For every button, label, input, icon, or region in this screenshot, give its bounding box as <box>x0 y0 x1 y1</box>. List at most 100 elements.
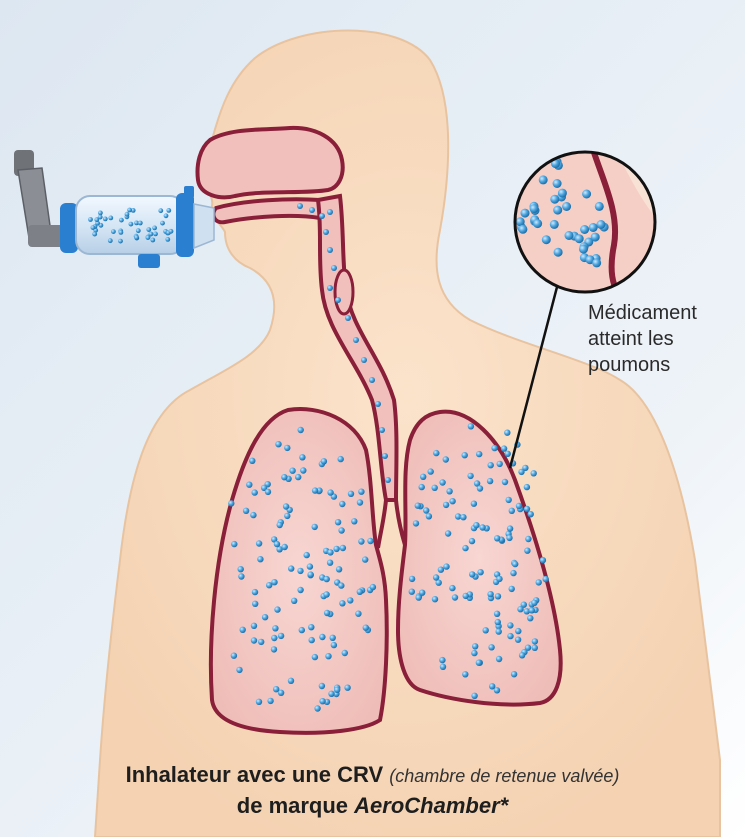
particle-dot <box>379 427 385 433</box>
particle-dot <box>119 230 124 235</box>
particle-dot <box>419 590 425 596</box>
particle-dot <box>319 683 325 689</box>
particle-dot <box>487 591 493 597</box>
particle-dot <box>277 522 283 528</box>
particle-dot <box>297 587 303 593</box>
particle-dot <box>284 445 290 451</box>
particle-dot <box>497 461 503 467</box>
particle-dot <box>327 560 333 566</box>
particle-dot <box>325 653 331 659</box>
particle-dot <box>528 511 534 517</box>
particle-dot <box>529 607 535 613</box>
particle-dot <box>438 567 444 573</box>
particle-dot <box>496 576 502 582</box>
particle-dot <box>297 568 303 574</box>
particle-dot <box>327 209 333 215</box>
particle-dot <box>507 622 513 628</box>
particle-dot <box>530 204 539 213</box>
particle-dot <box>134 235 139 240</box>
particle-dot <box>385 477 391 483</box>
particle-dot <box>160 221 165 226</box>
particle-dot <box>419 484 425 490</box>
particle-dot <box>471 693 477 699</box>
particle-dot <box>338 456 344 462</box>
particle-dot <box>469 538 475 544</box>
inhaler-with-spacer-icon <box>14 150 214 268</box>
particle-dot <box>375 401 381 407</box>
particle-dot <box>477 569 483 575</box>
particle-dot <box>358 538 364 544</box>
particle-dot <box>158 208 163 213</box>
particle-dot <box>331 265 337 271</box>
particle-dot <box>312 487 318 493</box>
particle-dot <box>597 220 606 229</box>
particle-dot <box>256 699 262 705</box>
particle-dot <box>462 545 468 551</box>
particle-dot <box>129 222 134 227</box>
epiglottis <box>335 270 353 314</box>
particle-dot <box>103 217 108 222</box>
magnified-lung-circle <box>515 140 700 310</box>
particle-dot <box>307 563 313 569</box>
particle-dot <box>240 627 246 633</box>
particle-dot <box>595 202 604 211</box>
particle-dot <box>251 637 257 643</box>
particle-dot <box>323 591 329 597</box>
particle-dot <box>319 634 325 640</box>
particle-dot <box>262 614 268 620</box>
callout-line-3: poumons <box>588 352 738 378</box>
particle-dot <box>479 524 485 530</box>
particle-dot <box>340 545 346 551</box>
particle-dot <box>351 518 357 524</box>
particle-dot <box>282 544 288 550</box>
particle-dot <box>355 611 361 617</box>
particle-dot <box>246 482 252 488</box>
particle-dot <box>507 525 513 531</box>
particle-dot <box>338 582 344 588</box>
particle-dot <box>518 469 524 475</box>
particle-dot <box>251 623 257 629</box>
particle-dot <box>550 220 559 229</box>
callout-line-2: atteint les <box>588 326 738 352</box>
particle-dot <box>591 233 600 242</box>
particle-dot <box>92 232 97 237</box>
particle-dot <box>108 216 113 221</box>
particle-dot <box>146 227 151 232</box>
particle-dot <box>562 202 571 211</box>
particle-dot <box>488 462 494 468</box>
particle-dot <box>532 638 538 644</box>
particle-dot <box>333 546 339 552</box>
particle-dot <box>575 234 584 243</box>
particle-dot <box>357 589 363 595</box>
particle-dot <box>525 536 531 542</box>
particle-dot <box>348 491 354 497</box>
particle-dot <box>471 501 477 507</box>
particle-dot <box>289 468 295 474</box>
particle-dot <box>152 226 157 231</box>
particle-dot <box>460 514 466 520</box>
particle-dot <box>496 656 502 662</box>
particle-dot <box>527 615 533 621</box>
particle-dot <box>477 485 483 491</box>
particle-dot <box>146 235 151 240</box>
particle-dot <box>108 238 113 243</box>
particle-dot <box>94 217 99 222</box>
particle-dot <box>533 219 542 228</box>
particle-dot <box>415 503 421 509</box>
particle-dot <box>543 576 549 582</box>
callout-line-1: Médicament <box>588 300 738 326</box>
particle-dot <box>266 582 272 588</box>
particle-dot <box>515 637 521 643</box>
particle-dot <box>323 229 329 235</box>
particle-dot <box>252 489 258 495</box>
particle-dot <box>319 698 325 704</box>
particle-dot <box>524 484 530 490</box>
particle-dot <box>532 645 538 651</box>
particle-dot <box>443 563 449 569</box>
particle-dot <box>483 627 489 633</box>
particle-dot <box>536 579 542 585</box>
particle-dot <box>281 474 287 480</box>
particle-dot <box>449 585 455 591</box>
particle-dot <box>471 650 477 656</box>
